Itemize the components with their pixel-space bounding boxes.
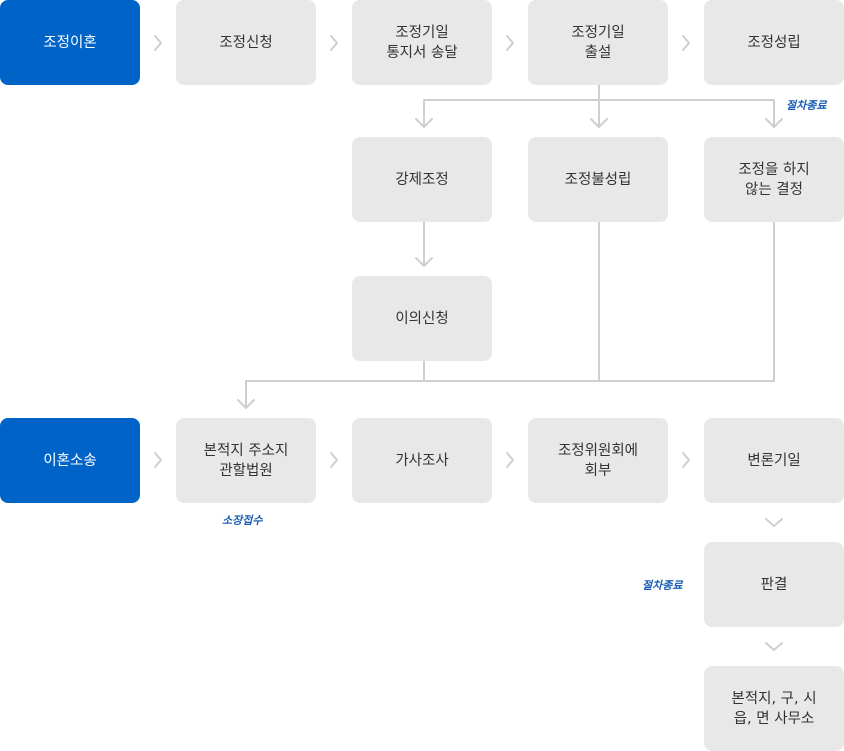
branch-no-mediation-decision: 조정을 하지 않는 결정	[704, 137, 844, 222]
filing-note: 소장접수	[222, 514, 263, 527]
step-family-investigation: 가사조사	[352, 418, 492, 503]
branch-line	[423, 84, 600, 128]
chevron-right-icon	[506, 452, 514, 468]
chevron-down-icon	[765, 642, 783, 651]
branch-line	[598, 99, 775, 128]
step-mediation-committee: 조정위원회에 회부	[528, 418, 668, 503]
arrow-down-icon	[590, 118, 608, 128]
chevron-right-icon	[682, 452, 690, 468]
branch-forced-mediation: 강제조정	[352, 137, 492, 222]
step-mediation-appearance: 조정기일 출설	[528, 0, 668, 85]
step-mediation-application: 조정신청	[176, 0, 316, 85]
chevron-right-icon	[154, 452, 162, 468]
chevron-down-icon	[765, 518, 783, 527]
judgment: 판결	[704, 542, 844, 627]
arrow-down-icon	[415, 118, 433, 128]
chevron-right-icon	[506, 35, 514, 51]
step-competent-court: 본적지 주소지 관할법원	[176, 418, 316, 503]
merge-line	[245, 380, 775, 409]
chevron-right-icon	[330, 35, 338, 51]
step-hearing-date: 변론기일	[704, 418, 844, 503]
chevron-right-icon	[330, 452, 338, 468]
branch-mediation-failed: 조정불성립	[528, 137, 668, 222]
chevron-right-icon	[154, 35, 162, 51]
procedure-end-note: 절차종료	[786, 99, 827, 112]
arrow-down-icon	[415, 257, 433, 267]
chevron-right-icon	[682, 35, 690, 51]
arrow-down-icon	[237, 399, 255, 409]
objection-application: 이의신청	[352, 276, 492, 361]
step-mediation-success: 조정성립	[704, 0, 844, 85]
final-registry-office: 본적지, 구, 시 읍, 면 사무소	[704, 666, 844, 751]
litigation-start: 이혼소송	[0, 418, 140, 503]
mediation-start: 조정이혼	[0, 0, 140, 85]
step-notice-delivery: 조정기일 통지서 송달	[352, 0, 492, 85]
judgment-end-note: 절차종료	[642, 579, 683, 592]
arrow-down-icon	[765, 118, 783, 128]
